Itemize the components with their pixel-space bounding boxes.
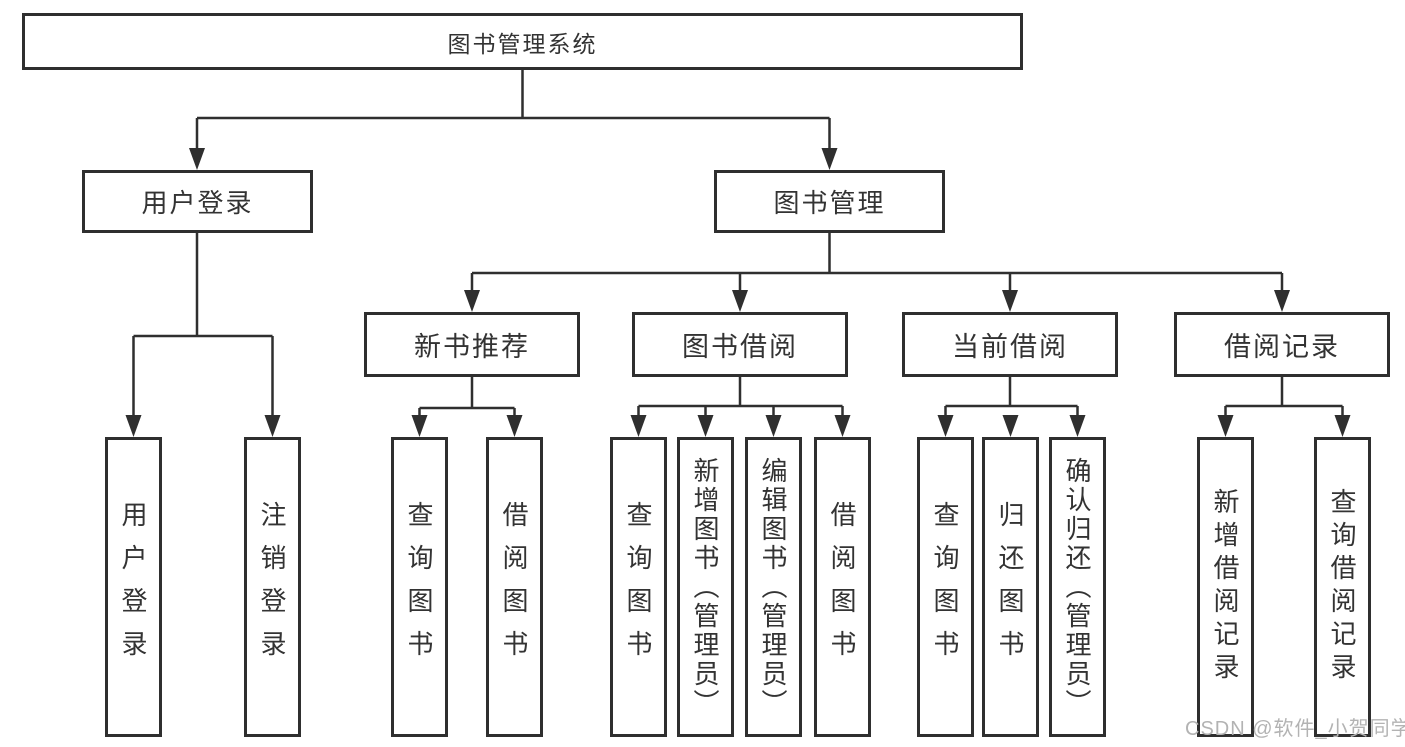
leaf-query-borrow-record: 查询借阅记录 [1314, 437, 1371, 737]
node-label: 图书管理系统 [447, 30, 598, 57]
node-label: 编辑图书（管理员） [758, 456, 788, 718]
node-label: 查询借阅记录 [1327, 488, 1357, 686]
leaf-user-login: 用户登录 [105, 437, 162, 737]
leaf-logout: 注销登录 [244, 437, 301, 737]
node-book-borrow: 图书借阅 [632, 312, 848, 377]
leaf-confirm-return-admin: 确认归还（管理员） [1049, 437, 1106, 737]
leaf-query-books: 查询图书 [917, 437, 974, 737]
leaf-add-books-admin: 新增图书（管理员） [677, 437, 734, 737]
node-label: 查询图书 [623, 501, 653, 673]
leaf-borrow-books: 借阅图书 [486, 437, 543, 737]
tree-edges [132, 70, 1344, 417]
node-label: 用户登录 [118, 501, 148, 673]
node-book-management: 图书管理 [714, 170, 945, 233]
node-label: 查询图书 [404, 501, 434, 673]
arrow-heads [125, 148, 1351, 437]
node-label: 新增图书（管理员） [690, 456, 720, 718]
leaf-add-borrow-record: 新增借阅记录 [1197, 437, 1254, 737]
node-label: 用户登录 [141, 188, 254, 218]
node-label: 当前借阅 [952, 332, 1068, 362]
node-new-book-recommend: 新书推荐 [364, 312, 580, 377]
leaf-query-books: 查询图书 [391, 437, 448, 737]
node-label: 归还图书 [995, 501, 1025, 673]
leaf-edit-books-admin: 编辑图书（管理员） [745, 437, 802, 737]
csdn-watermark: CSDN @软件_小贺同学 [1185, 718, 1405, 740]
node-label: 新增借阅记录 [1210, 488, 1240, 686]
node-borrow-records: 借阅记录 [1174, 312, 1390, 377]
node-label: 注销登录 [257, 501, 287, 673]
node-label: 图书管理 [773, 188, 886, 218]
node-label: 图书借阅 [682, 332, 798, 362]
node-label: 借阅图书 [827, 501, 857, 673]
leaf-query-books: 查询图书 [610, 437, 667, 737]
node-label: 确认归还（管理员） [1062, 456, 1092, 718]
leaf-borrow-books: 借阅图书 [814, 437, 871, 737]
node-label: 查询图书 [930, 501, 960, 673]
leaf-return-books: 归还图书 [982, 437, 1039, 737]
node-root-system: 图书管理系统 [22, 13, 1023, 70]
node-label: 借阅记录 [1224, 332, 1340, 362]
node-label: 新书推荐 [414, 332, 530, 362]
node-label: 借阅图书 [499, 501, 529, 673]
node-user-login: 用户登录 [82, 170, 313, 233]
node-current-borrow: 当前借阅 [902, 312, 1118, 377]
